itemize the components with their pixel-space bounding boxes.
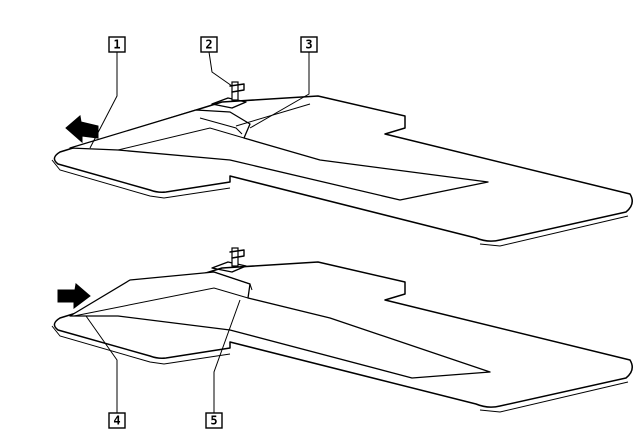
- leader-3: [249, 52, 310, 129]
- callout-1: 1: [108, 36, 126, 53]
- callout-2: 2: [200, 36, 218, 53]
- leader-1: [89, 52, 118, 149]
- callout-label-2: 2: [205, 38, 212, 52]
- callout-5: 5: [205, 412, 223, 429]
- lower-assembly: [51, 247, 633, 413]
- lower-slider-sheet: [69, 271, 491, 379]
- callout-label-4: 4: [113, 414, 120, 428]
- leader-5: [213, 299, 241, 413]
- callout-4: 4: [108, 412, 126, 429]
- callout-3: 3: [300, 36, 318, 53]
- leader-4: [85, 315, 118, 413]
- leader-2: [208, 51, 233, 87]
- callout-label-1: 1: [113, 38, 120, 52]
- upper-pin: [211, 81, 247, 109]
- slide-in-arrow: [57, 283, 91, 309]
- lower-pin: [211, 247, 247, 273]
- callout-label-5: 5: [210, 414, 217, 428]
- upper-assembly: [51, 51, 633, 247]
- slide-out-arrow: [65, 115, 99, 144]
- callout-label-3: 3: [305, 38, 312, 52]
